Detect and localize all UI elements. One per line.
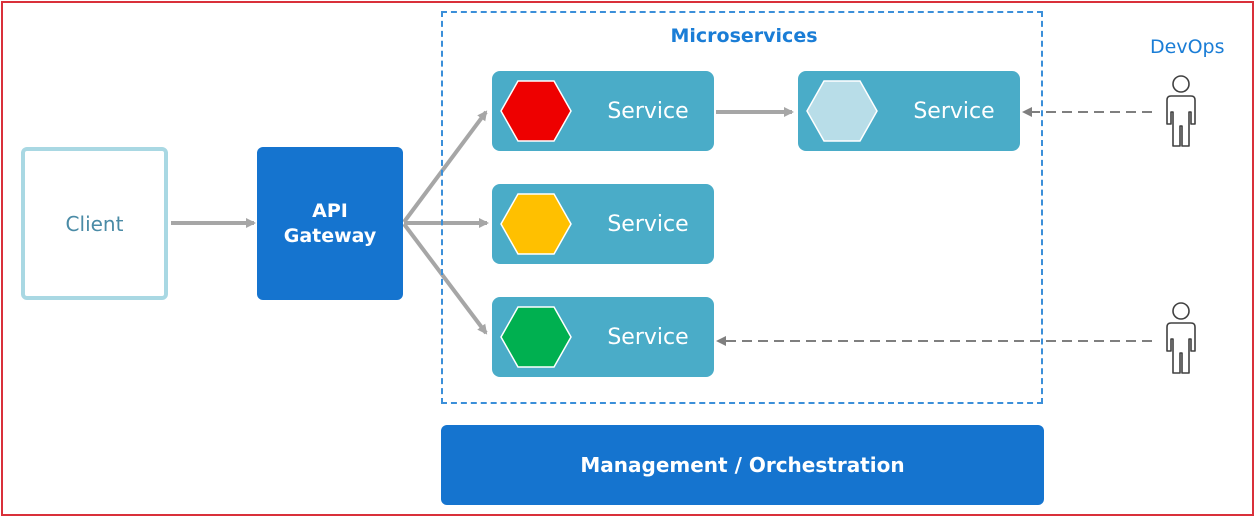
service-box: Service — [492, 297, 714, 377]
service-label: Service — [607, 98, 689, 124]
hexagon-icon — [500, 306, 572, 368]
gateway-label-line2: Gateway — [283, 224, 377, 247]
service-label: Service — [607, 324, 689, 350]
management-label: Management / Orchestration — [580, 453, 905, 477]
microservices-region: Microservices — [441, 11, 1043, 404]
gateway-label-line1: API — [312, 199, 348, 222]
hexagon-icon — [806, 80, 878, 142]
arrow-gateway-to-service-3 — [402, 222, 488, 335]
service-box: Service — [492, 71, 714, 151]
client-box: Client — [21, 147, 168, 300]
person-icon — [1166, 75, 1196, 147]
hexagon-icon — [500, 193, 572, 255]
service-box: Service — [492, 184, 714, 264]
management-orchestration-box: Management / Orchestration — [441, 425, 1044, 505]
service-label: Service — [913, 98, 995, 124]
service-label: Service — [607, 211, 689, 237]
api-gateway-box: API Gateway — [257, 147, 403, 300]
person-icon — [1166, 302, 1196, 374]
devops-label: DevOps — [1150, 36, 1225, 58]
service-box: Service — [798, 71, 1020, 151]
hexagon-icon — [500, 80, 572, 142]
client-label: Client — [65, 211, 124, 236]
arrow-gateway-to-service-1 — [402, 110, 488, 224]
microservices-title: Microservices — [670, 25, 818, 47]
